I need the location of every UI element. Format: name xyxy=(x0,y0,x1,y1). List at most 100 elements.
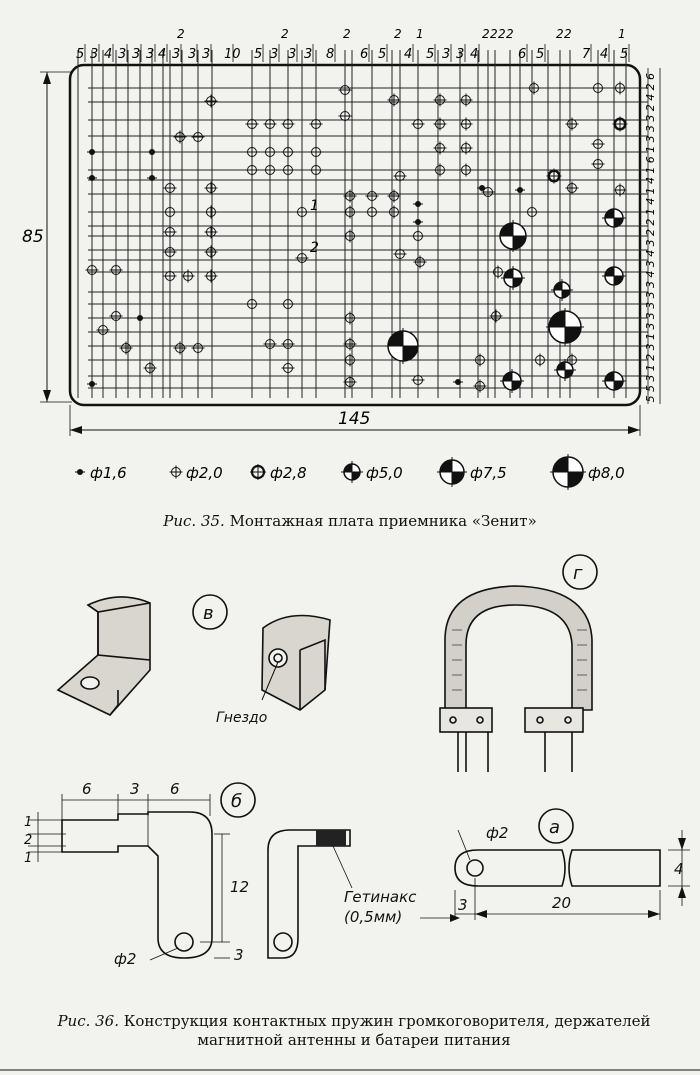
top-number: 5 xyxy=(76,47,84,62)
right-number: 3 xyxy=(644,302,657,309)
top-number: 3 xyxy=(118,47,126,62)
caption-fig36-text: Конструкция контактных пружин громкогово… xyxy=(123,1012,651,1049)
view-b-label: б xyxy=(220,782,256,818)
top-number: 3 xyxy=(288,47,296,62)
view-g-letter: г xyxy=(573,563,583,584)
bold-cross-hole-icon xyxy=(250,464,266,480)
right-number: 2 xyxy=(644,354,657,361)
dim-b-left1: 1 xyxy=(24,815,32,830)
view-v-letter: в xyxy=(203,603,214,624)
right-number: 1 xyxy=(644,208,657,215)
caption-fig35-number: Рис. 35. xyxy=(163,512,225,530)
right-number: 3 xyxy=(644,260,657,267)
legend-label: ф8,0 xyxy=(588,464,625,482)
right-number: 1 xyxy=(644,364,657,371)
board-outline xyxy=(68,63,642,407)
top-number: 3 xyxy=(188,47,196,62)
right-number: 6 xyxy=(644,73,657,80)
legend-label: ф7,5 xyxy=(470,464,507,482)
bracket-v-right: Гнездо xyxy=(216,614,331,726)
right-number: 3 xyxy=(644,239,657,246)
xlarge-quadrant-hole-icon xyxy=(550,454,586,490)
contact-a-dimensions: ф2 4 3 20 xyxy=(454,824,690,920)
top-number: 3 xyxy=(172,47,180,62)
top-upper-number: 1 xyxy=(618,27,626,41)
height-dim-label: 85 xyxy=(22,227,44,247)
right-number: 3 xyxy=(644,291,657,298)
view-a-label: а xyxy=(538,808,574,844)
dim-b-bottom: 3 xyxy=(234,946,244,964)
legend-label: ф1,6 xyxy=(90,464,127,482)
top-upper-number: 2 xyxy=(177,27,185,41)
hole-legend: ф1,6 ф2,0 ф2,8 ф5,0 ф7,5 ф8,0 xyxy=(75,454,625,490)
right-number: 4 xyxy=(644,94,657,101)
dim-b-left2: 2 xyxy=(24,833,32,848)
right-number: 3 xyxy=(644,135,657,142)
dim-b-top2: 3 xyxy=(130,780,140,798)
right-number: 5 xyxy=(644,385,657,392)
top-number: 5 xyxy=(426,47,434,62)
right-number: 2 xyxy=(644,229,657,236)
getinax-pad xyxy=(316,830,346,846)
right-number: 4 xyxy=(644,271,657,278)
right-number: 3 xyxy=(644,343,657,350)
top-number: 4 xyxy=(104,47,112,62)
view-v-label: в xyxy=(192,594,228,630)
right-number: 1 xyxy=(644,333,657,340)
view-b-letter: б xyxy=(231,791,242,812)
legend-label: ф2,8 xyxy=(270,464,307,482)
dim-b-top1: 6 xyxy=(82,780,92,798)
contact-b-dimensions: 6 3 6 1 2 1 12 3 ф2 xyxy=(24,780,249,968)
right-number: 2 xyxy=(644,83,657,90)
top-number: 3 xyxy=(132,47,140,62)
top-number: 6 xyxy=(360,47,368,62)
board-width-dimension: 145 xyxy=(69,405,641,436)
caption-fig35: Рис. 35. Монтажная плата приемника «Зени… xyxy=(0,512,700,531)
top-upper-number: 2 xyxy=(564,27,572,41)
u-spring xyxy=(439,585,593,772)
board-grid-lines xyxy=(77,50,648,398)
legend-label: ф2,0 xyxy=(186,464,223,482)
top-number: 3 xyxy=(456,47,464,62)
dim-a-length: 20 xyxy=(552,894,571,912)
right-number: 3 xyxy=(644,115,657,122)
caption-fig36: Рис. 36. Конструкция контактных пружин г… xyxy=(34,1012,674,1050)
top-number: 3 xyxy=(270,47,278,62)
dim-a-offset: 3 xyxy=(458,896,468,914)
dim-b-hole: ф2 xyxy=(114,950,136,968)
legend-label: ф5,0 xyxy=(366,464,403,482)
large-quadrant-hole-icon xyxy=(437,457,467,487)
top-number: 4 xyxy=(404,47,412,62)
top-number: 10 xyxy=(224,47,241,62)
caption-fig36-number: Рис. 36. xyxy=(57,1012,119,1030)
quadrant-hole-icon xyxy=(341,461,363,483)
right-number: 1 xyxy=(644,146,657,153)
top-number: 5 xyxy=(254,47,262,62)
contact-a-drawing xyxy=(454,829,661,887)
top-number: 5 xyxy=(620,47,628,62)
width-dim-label: 145 xyxy=(338,409,370,429)
top-number: 6 xyxy=(518,47,526,62)
nest-label: Гнездо xyxy=(216,710,267,726)
board-holes xyxy=(85,81,628,393)
top-upper-number: 2 xyxy=(556,27,564,41)
getinax-label: Гетинакс xyxy=(344,888,417,906)
top-upper-number: 2 xyxy=(506,27,514,41)
right-number: 6 xyxy=(644,156,657,163)
top-number: 3 xyxy=(202,47,210,62)
top-number: 5 xyxy=(378,47,386,62)
right-number: 4 xyxy=(644,198,657,205)
right-number: 3 xyxy=(644,323,657,330)
cross-hole-icon xyxy=(169,465,183,479)
dim-b-height: 12 xyxy=(230,878,249,896)
bracket-v-left xyxy=(56,596,151,716)
dim-b-left3: 1 xyxy=(24,851,32,866)
right-number: 2 xyxy=(644,219,657,226)
top-upper-number: 2 xyxy=(281,27,289,41)
hole-label-2: 2 xyxy=(310,240,319,256)
top-upper-number: 2 xyxy=(343,27,351,41)
top-upper-number: 2 xyxy=(490,27,498,41)
